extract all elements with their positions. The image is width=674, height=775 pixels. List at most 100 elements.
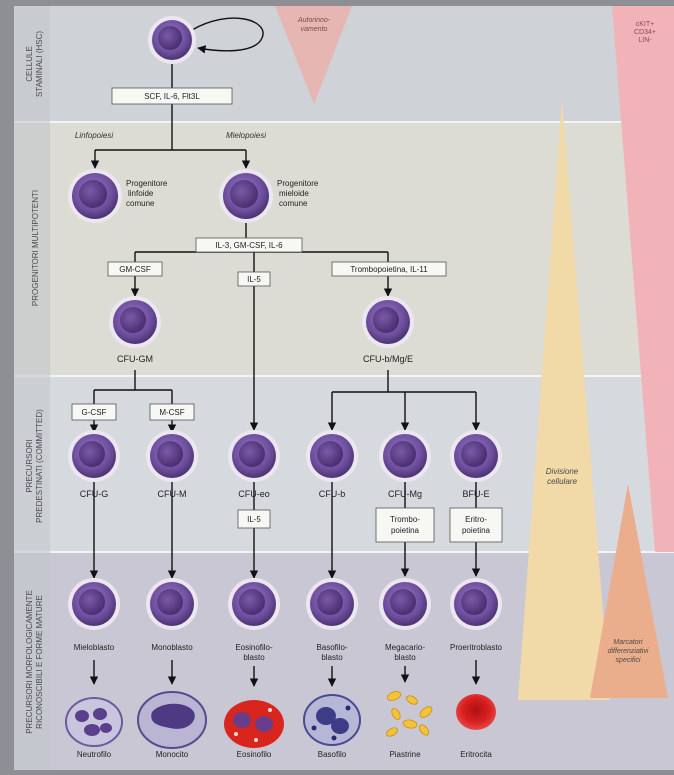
self-renewal-label: Autorinno- vamento (297, 17, 331, 33)
committed-label-b: CFU-b (319, 489, 346, 499)
factor-il5-text: IL-5 (247, 275, 261, 284)
factor-box-il5-eo (237, 509, 271, 529)
proerythroblast-label-line1: Proeritroblasto (450, 643, 503, 652)
surface-markers-line1: cKIT+ (636, 21, 654, 28)
factor-box-il5 (237, 271, 271, 287)
factor-box-gmcsf (107, 261, 163, 277)
cfu-gm-cell (109, 296, 161, 348)
band-label-strip (14, 6, 50, 770)
cfu-m-cell (146, 430, 198, 482)
markers-triangle (590, 484, 668, 698)
factor-myelo-text: IL-3, GM-CSF, IL-6 (215, 241, 283, 250)
factor-box-myelo (195, 237, 303, 253)
cell-division-label: Divisione cellulare (546, 467, 579, 486)
committed-label-e: BFU-E (463, 489, 490, 499)
myeloid-progenitor-label: Progenitore mieloide comune (277, 179, 319, 208)
markers-label-line3: specifici (616, 657, 641, 664)
band-label-stem-line2: STAMINALI (HSC) (35, 31, 44, 97)
proerythroblast-cell (450, 578, 502, 630)
cell-division-label-line2: cellulare (547, 477, 577, 486)
committed-label-eo: CFU-eo (238, 489, 270, 499)
basophil-label: Basofilo (318, 750, 347, 759)
factor-epo-line2: poietina (462, 526, 491, 535)
eosinoblast-label-line2: blasto (243, 653, 265, 662)
eosinophil-cell (224, 700, 284, 748)
neutrophil-label: Neutrofilo (77, 750, 112, 759)
cfu-b-cell (306, 430, 358, 482)
lymphopoiesis-label: Linfopoiesi (75, 131, 113, 140)
lymphoid-progenitor-line2: linfoide (128, 189, 154, 198)
factor-il5-eo-text: IL-5 (247, 515, 261, 524)
lymphoid-progenitor-line3: comune (126, 199, 155, 208)
committed-row: CFU-G CFU-M CFU-eo CFU-b CFU-Mg BFU-E (68, 430, 502, 499)
erythrocyte-cell (456, 694, 496, 730)
committed-label-g: CFU-G (80, 489, 109, 499)
band-label-committed-line2: PREDESTINATI (COMMITTED) (35, 409, 44, 523)
band-label-mature-line2: RICONOSCIBILI E FORME MATURE (35, 595, 44, 729)
self-renewal-arrow (191, 17, 264, 54)
lymphoid-progenitor-line1: Progenitore (126, 179, 168, 188)
factor-boxes: SCF, IL-6, Flt3L IL-3, GM-CSF, IL-6 GM-C… (71, 87, 503, 543)
markers-label-line2: differenziativi (608, 648, 649, 655)
markers-label: Marcatori differenziativi specifici (608, 639, 649, 664)
cfu-eo-cell (228, 430, 280, 482)
platelets-label: Piastrine (389, 750, 421, 759)
self-renewal-label-line2: vamento (301, 26, 328, 33)
factor-gcsf-text: G-CSF (82, 408, 107, 417)
basoblast-cell (306, 578, 358, 630)
self-renewal-triangle (275, 6, 352, 104)
myelopoiesis-label: Mielopoiesi (226, 131, 266, 140)
factor-stem-text: SCF, IL-6, Flt3L (144, 92, 200, 101)
band-label-mature-line1: PRECURSORI MORFOLOGICAMENTE (25, 590, 34, 734)
cfu-bmge-cell (362, 296, 414, 348)
factor-box-mcsf (149, 403, 195, 421)
markers-label-line1: Marcatori (613, 639, 643, 646)
factor-epo-line1: Eritro- (465, 515, 487, 524)
myeloid-progenitor-line3: comune (279, 199, 308, 208)
factor-tpo-il11-text: Trombopoietina, IL-11 (350, 265, 428, 274)
connector-lines (89, 17, 481, 687)
myeloid-progenitor-line2: mieloide (279, 189, 309, 198)
monoblast-cell (146, 578, 198, 630)
platelets (386, 691, 433, 737)
band-label-multi: PROGENITORI MULTIPOTENTI (31, 190, 40, 306)
band-label-committed-line1: PRECURSORI (25, 439, 34, 492)
factor-gmcsf-text: GM-CSF (119, 265, 151, 274)
neutrophil-cell (65, 697, 123, 747)
myeloid-progenitor-cell (219, 169, 273, 223)
cell-division-triangle (518, 100, 610, 700)
factor-box-stem (111, 87, 233, 105)
lymphoid-progenitor-cell (68, 169, 122, 223)
eosinoblast-label-line1: Eosinofilo- (235, 643, 273, 652)
band-label-mature: PRECURSORI MORFOLOGICAMENTE RICONOSCIBIL… (25, 590, 44, 734)
monoblast-label-line1: Monoblasto (151, 643, 193, 652)
committed-label-mg: CFU-Mg (388, 489, 422, 499)
cfu-e-cell (450, 430, 502, 482)
surface-markers-line2: CD34+ (634, 29, 656, 36)
hsc-cell (148, 16, 196, 64)
factor-mcsf-text: M-CSF (159, 408, 184, 417)
cell-division-label-line1: Divisione (546, 467, 579, 476)
self-renewal-label-line1: Autorinno- (297, 17, 331, 24)
factor-box-tpo-il11 (331, 261, 447, 277)
monocyte-cell (137, 691, 207, 749)
band-label-stem: CELLULE STAMINALI (HSC) (25, 31, 44, 97)
surface-markers-line3: LIN- (638, 37, 652, 44)
factor-tpo-line2: poietina (391, 526, 420, 535)
megakaryoblast-cell (379, 578, 431, 630)
basoblast-label-line1: Basofilo- (316, 643, 347, 652)
band-label-committed: PRECURSORI PREDESTINATI (COMMITTED) (25, 409, 44, 523)
factor-box-gcsf (71, 403, 117, 421)
factor-tpo-line1: Trombo- (390, 515, 420, 524)
surface-marker-band (612, 6, 674, 552)
cfu-gm-label: CFU-GM (117, 354, 153, 364)
factor-box-epo (449, 507, 503, 543)
factor-box-tpo (375, 507, 435, 543)
surface-markers-label: cKIT+ CD34+ LIN- (634, 21, 656, 44)
committed-label-m: CFU-M (158, 489, 187, 499)
cfu-g-cell (68, 430, 120, 482)
eosinophil-label: Eosinofilo (237, 750, 272, 759)
